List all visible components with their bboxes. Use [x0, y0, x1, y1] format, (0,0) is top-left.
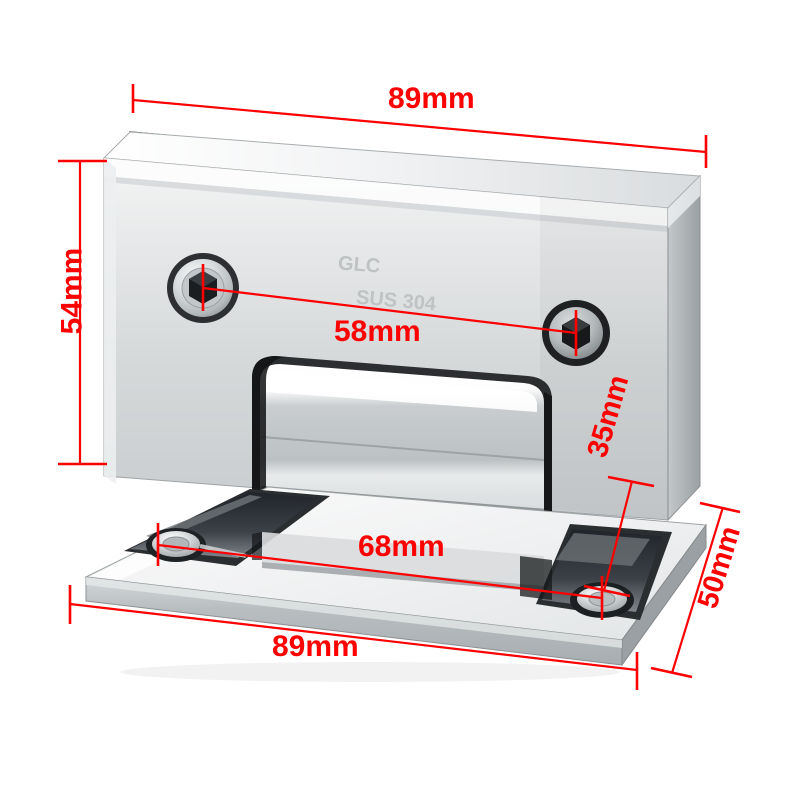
dimension-screw-spacing [201, 264, 578, 356]
dimension-depth-35 [583, 475, 655, 598]
dimension-left-height [58, 159, 107, 466]
dimension-annotations [58, 84, 741, 690]
dimension-label-left-height: 54mm [55, 247, 89, 335]
dimension-label-base-width: 89mm [272, 630, 359, 663]
dimension-base-depth [650, 501, 741, 679]
brand-engraving: GLC [337, 252, 382, 278]
dimension-label-screw-spacing: 58mm [334, 315, 421, 348]
dimension-label-top-width: 89mm [388, 82, 475, 115]
dimension-label-base-hole-spacing: 68mm [358, 530, 445, 563]
dimension-top-width [131, 84, 708, 168]
dimension-base-width [68, 585, 639, 690]
base-mount-pocket-right [536, 524, 672, 620]
dimension-base-hole-spacing [156, 523, 604, 620]
